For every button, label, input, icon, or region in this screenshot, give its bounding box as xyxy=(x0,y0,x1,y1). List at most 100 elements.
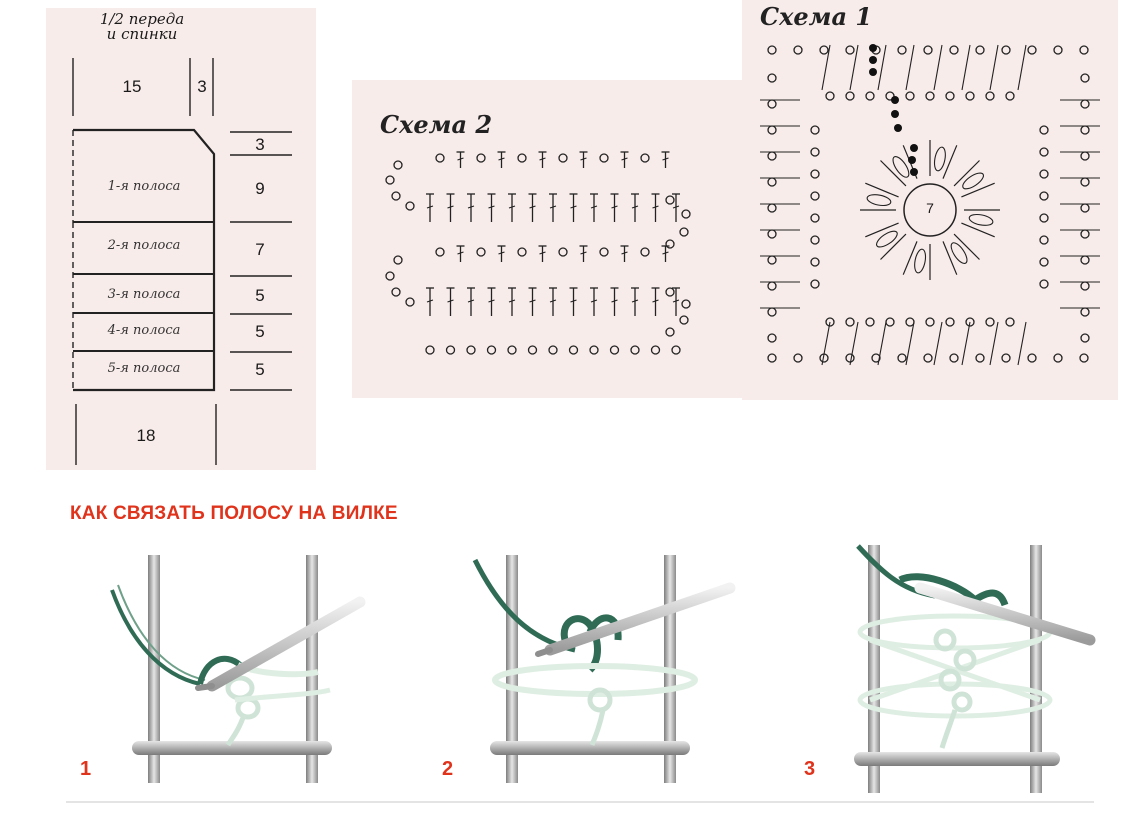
radial-stitch xyxy=(942,145,958,179)
chain-stitch xyxy=(1001,353,1011,363)
chain-stitch xyxy=(385,271,395,281)
chain-stitch xyxy=(1005,317,1015,327)
slip-stitch xyxy=(869,56,877,64)
double-crochet-bar xyxy=(631,299,639,303)
chain-stitch xyxy=(609,345,620,355)
scheme1-panel-bg xyxy=(742,0,1118,400)
chain-stitch xyxy=(517,153,527,163)
scheme2-panel-bg xyxy=(352,80,742,398)
pattern-panel-bg xyxy=(46,8,316,470)
chain-stitch xyxy=(435,247,445,257)
chain-stitch xyxy=(527,345,538,355)
chain-stitch xyxy=(1079,353,1089,363)
slip-stitch xyxy=(908,156,916,164)
double-crochet-bar xyxy=(570,299,577,303)
chain-stitch xyxy=(810,125,820,135)
chain-stitch xyxy=(825,91,835,101)
chain-stitch xyxy=(925,317,935,327)
row-height-label: 7 xyxy=(255,240,265,259)
chain-stitch xyxy=(548,345,558,355)
chain-stitch xyxy=(767,73,777,83)
chain-stitch xyxy=(793,45,803,55)
edge-stitch xyxy=(989,321,999,366)
chain-stitch xyxy=(793,353,803,363)
chain-stitch xyxy=(810,191,820,201)
double-crochet-bar xyxy=(488,205,495,209)
double-crochet-bar xyxy=(549,299,557,303)
chain-stitch xyxy=(640,247,650,257)
chain-stitch xyxy=(1039,147,1049,157)
chain-stitch xyxy=(897,353,907,363)
chain-stitch xyxy=(767,353,777,363)
chain-stitch xyxy=(517,247,527,257)
chain-stitch xyxy=(810,279,820,289)
chain-stitch xyxy=(568,345,579,355)
chain-stitch xyxy=(819,45,829,55)
chain-stitch xyxy=(897,45,907,55)
edge-stitch xyxy=(849,44,859,91)
chain-stitch xyxy=(810,257,820,267)
chain-stitch xyxy=(871,353,881,363)
cluster-stitch xyxy=(933,146,946,172)
edge-stitch xyxy=(933,321,943,366)
chain-stitch xyxy=(1027,353,1037,363)
slip-stitch xyxy=(869,44,877,52)
cluster-stitch xyxy=(892,156,910,178)
chain-stitch xyxy=(925,91,935,101)
double-crochet-bar xyxy=(457,157,464,161)
radial-stitch xyxy=(942,241,958,275)
edge-stitch xyxy=(877,321,887,366)
double-crochet-bar xyxy=(539,157,546,161)
edge-stitch xyxy=(877,44,887,91)
slip-stitch xyxy=(910,168,918,176)
double-crochet-bar xyxy=(621,157,628,161)
band-label: 1-я полоса xyxy=(107,179,181,194)
chain-stitch xyxy=(1080,73,1090,83)
chain-stitch xyxy=(435,153,445,163)
chain-stitch xyxy=(923,353,933,363)
double-crochet-bar xyxy=(652,299,659,303)
edge-stitch xyxy=(961,44,971,91)
double-crochet-bar xyxy=(457,251,464,255)
row-height-label: 5 xyxy=(255,322,265,341)
chain-stitch xyxy=(985,317,995,327)
chain-stitch xyxy=(665,327,675,337)
radial-stitch xyxy=(961,182,995,198)
slip-stitch xyxy=(869,68,877,76)
chain-stitch xyxy=(1039,191,1049,201)
row-height-label: 9 xyxy=(255,179,265,198)
pattern-caption: 1/2 переда и спинки xyxy=(99,10,185,43)
double-crochet-bar xyxy=(631,205,639,209)
cluster-stitch xyxy=(866,194,892,207)
chain-stitch xyxy=(665,239,675,249)
chain-stitch xyxy=(1027,45,1037,55)
chain-stitch xyxy=(385,175,395,185)
slip-stitch xyxy=(894,124,902,132)
edge-stitch xyxy=(989,44,999,91)
chain-stitch xyxy=(679,315,689,325)
chain-stitch xyxy=(810,147,820,157)
chain-stitch xyxy=(558,247,568,257)
slip-stitch xyxy=(891,110,899,118)
band-label: 4-я полоса xyxy=(107,323,181,338)
double-crochet-bar xyxy=(426,205,434,209)
chain-stitch xyxy=(558,153,568,163)
double-crochet-bar xyxy=(467,299,475,303)
chain-stitch xyxy=(1005,91,1015,101)
chain-stitch xyxy=(671,345,681,355)
edge-stitch xyxy=(1017,321,1027,366)
band-label: 5-я полоса xyxy=(107,361,181,376)
chain-stitch xyxy=(679,227,689,237)
cluster-stitch xyxy=(914,248,927,274)
radial-stitch xyxy=(865,222,899,238)
chain-stitch xyxy=(1079,45,1089,55)
double-crochet-bar xyxy=(662,251,669,255)
band-label: 3-я полоса xyxy=(107,287,181,302)
edge-stitch xyxy=(905,44,915,91)
chain-stitch xyxy=(985,91,995,101)
chain-stitch xyxy=(681,299,691,309)
scheme1-title: Схема 1 xyxy=(760,2,873,31)
chain-stitch xyxy=(630,345,640,355)
double-crochet-bar xyxy=(447,205,454,209)
